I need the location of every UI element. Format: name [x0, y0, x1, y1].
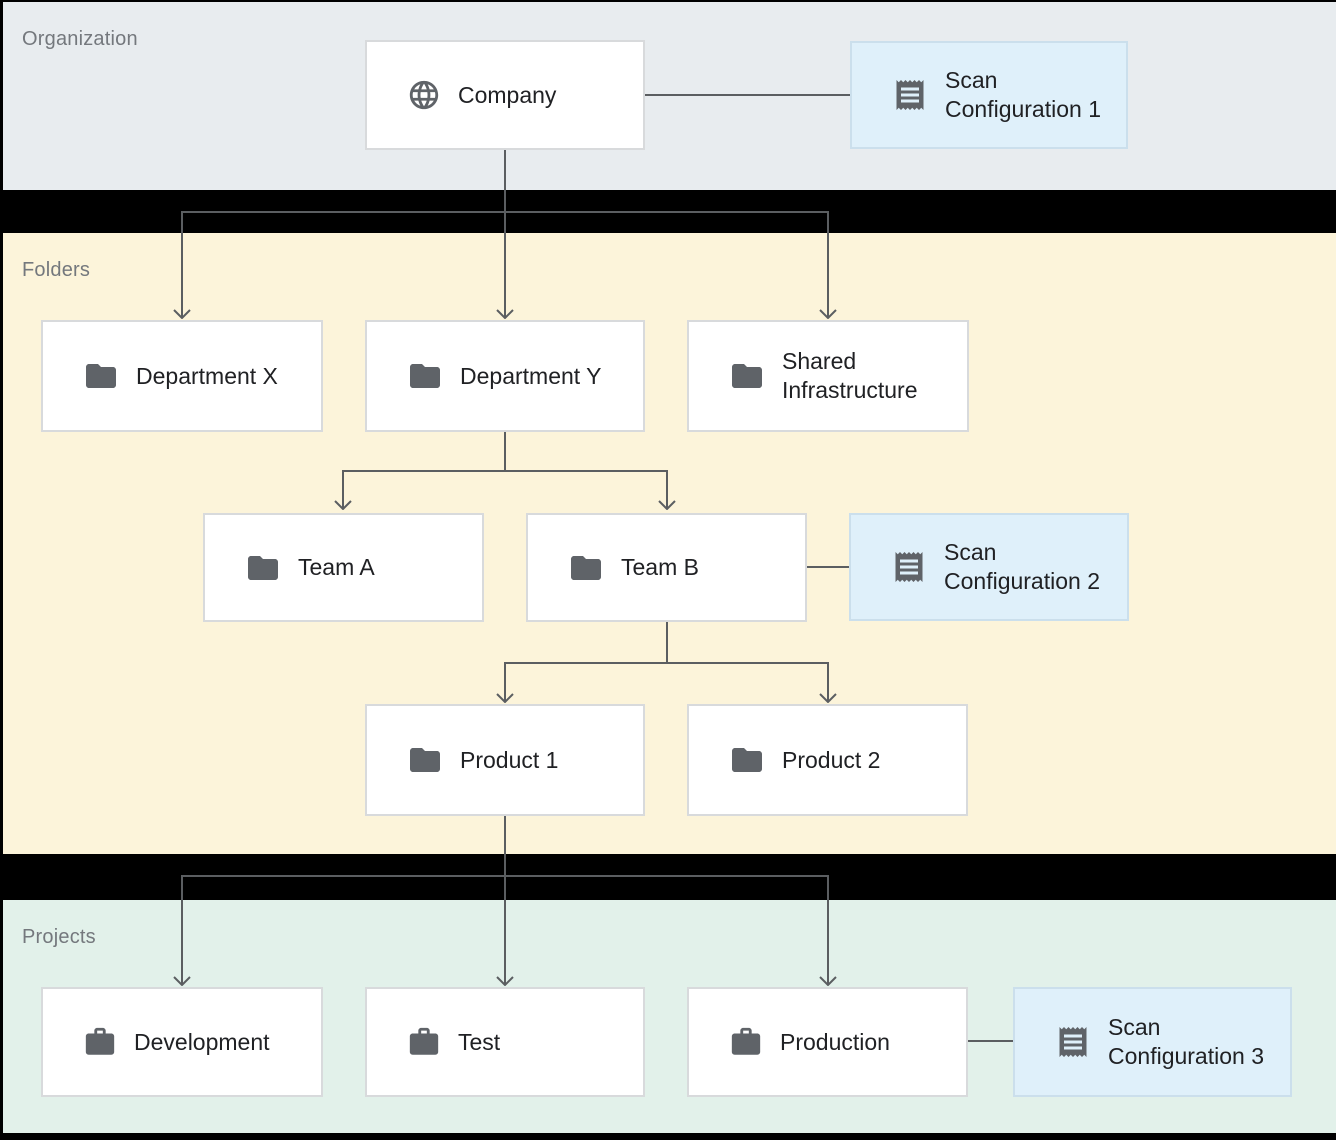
node-department-y: Department Y [365, 320, 645, 432]
arrowhead-development [173, 976, 191, 986]
drop-test [504, 875, 506, 984]
connector-product-1-down [504, 816, 506, 877]
arrowhead-product-2 [819, 693, 837, 703]
connector-company-down [504, 150, 506, 212]
node-department-x: Department X [41, 320, 323, 432]
node-label: Test [458, 1028, 501, 1055]
node-scan-configuration-2: Scan Configuration 2 [849, 513, 1129, 621]
briefcase-icon [407, 1025, 441, 1059]
node-team-b: Team B [526, 513, 807, 622]
node-label: Product 1 [460, 746, 559, 773]
receipt-icon [891, 549, 927, 585]
folder-icon [729, 742, 765, 778]
drop-product-1 [504, 662, 506, 701]
arrowhead-shared-infrastructure [819, 309, 837, 319]
node-team-a: Team A [203, 513, 484, 622]
node-product-1: Product 1 [365, 704, 645, 816]
node-label: Product 2 [782, 746, 881, 773]
node-scan-configuration-1: Scan Configuration 1 [850, 41, 1128, 149]
branch-team-b-products [504, 662, 829, 664]
node-development: Development [41, 987, 323, 1097]
folders-band-label: Folders [22, 259, 91, 281]
folder-icon [729, 358, 765, 394]
node-shared-infrastructure: Shared Infrastructure [687, 320, 969, 432]
arrowhead-test [496, 976, 514, 986]
folder-icon [245, 550, 281, 586]
arrowhead-department-x [173, 309, 191, 319]
drop-production [827, 875, 829, 984]
connector-production-scan3 [968, 1040, 1013, 1042]
folder-icon [407, 358, 443, 394]
node-label: Production [780, 1028, 890, 1055]
globe-icon [407, 78, 441, 112]
drop-development [181, 875, 183, 984]
branch-department-y-teams [342, 470, 668, 472]
node-label: Scan Configuration 1 [945, 67, 1101, 122]
connector-company-scan1 [645, 94, 850, 96]
node-product-2: Product 2 [687, 704, 968, 816]
node-label: Team B [621, 554, 699, 581]
node-label: Department Y [460, 362, 602, 389]
projects-band-label: Projects [22, 926, 96, 948]
node-scan-configuration-3: Scan Configuration 3 [1013, 987, 1292, 1097]
arrowhead-production [819, 976, 837, 986]
receipt-icon [1055, 1024, 1091, 1060]
node-label: Shared Infrastructure [782, 348, 918, 403]
arrowhead-team-b [658, 500, 676, 510]
node-label: Scan Configuration 2 [944, 539, 1100, 594]
folder-icon [568, 550, 604, 586]
drop-product-2 [827, 662, 829, 701]
arrowhead-team-a [334, 500, 352, 510]
folder-icon [407, 742, 443, 778]
node-test: Test [365, 987, 645, 1097]
node-label: Team A [298, 554, 375, 581]
drop-team-a [342, 470, 344, 508]
receipt-icon [892, 77, 928, 113]
connector-team-b-scan2 [807, 566, 849, 568]
arrowhead-department-y [496, 309, 514, 319]
arrowhead-product-1 [496, 693, 514, 703]
drop-department-y [504, 211, 506, 317]
node-label: Scan Configuration 3 [1108, 1014, 1264, 1069]
connector-team-b-down [666, 622, 668, 664]
briefcase-icon [83, 1025, 117, 1059]
organization-band [3, 2, 1336, 190]
organization-band-label: Organization [22, 28, 138, 50]
node-company: Company [365, 40, 645, 150]
drop-team-b [666, 470, 668, 508]
drop-shared-infrastructure [827, 211, 829, 317]
folder-icon [83, 358, 119, 394]
connector-department-y-down [504, 432, 506, 472]
node-label: Company [458, 81, 557, 108]
node-label: Department X [136, 362, 278, 389]
node-label: Development [134, 1028, 270, 1055]
drop-department-x [181, 211, 183, 317]
briefcase-icon [729, 1025, 763, 1059]
node-production: Production [687, 987, 968, 1097]
